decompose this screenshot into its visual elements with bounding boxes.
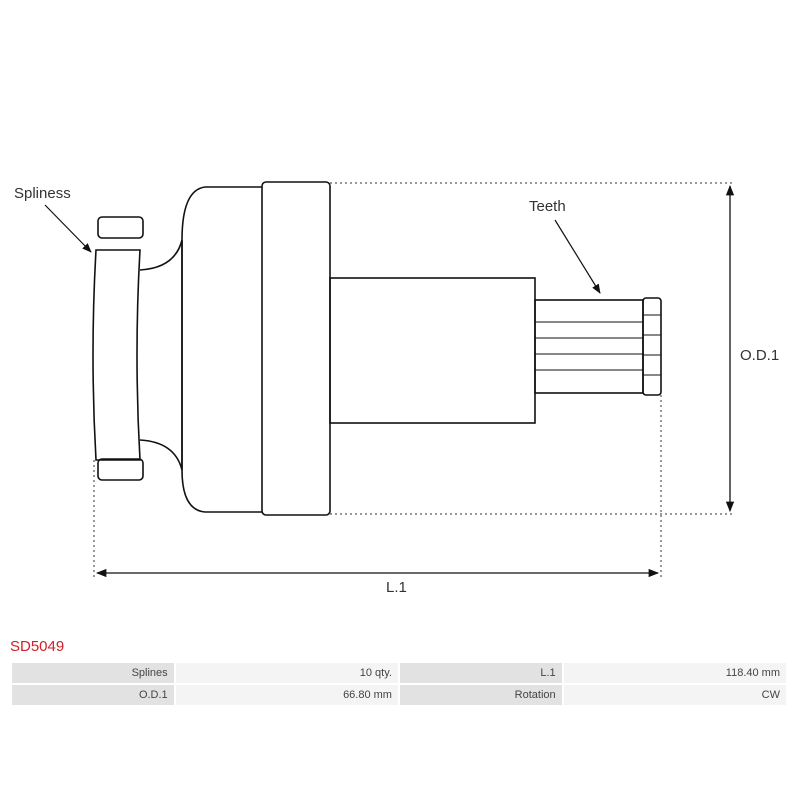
splines-leader xyxy=(44,204,92,253)
teeth-leader xyxy=(554,219,601,294)
collar-ring xyxy=(92,249,141,461)
spec-value: 118.40 mm xyxy=(563,663,786,683)
collar-top-lug xyxy=(97,216,144,239)
pinion-gear xyxy=(534,299,644,394)
pinion-end xyxy=(642,297,662,396)
specs-table: Splines 10 qty. L.1 118.40 mm O.D.1 66.8… xyxy=(10,661,788,707)
length-label: L.1 xyxy=(386,579,407,596)
teeth-label: Teeth xyxy=(529,198,566,215)
drive-housing xyxy=(181,186,262,513)
od-label: O.D.1 xyxy=(740,347,779,364)
table-row: Splines 10 qty. L.1 118.40 mm xyxy=(12,663,786,683)
spec-key: O.D.1 xyxy=(12,685,174,705)
part-number: SD5049 xyxy=(10,638,65,655)
spec-value: CW xyxy=(563,685,786,705)
spec-value: 10 qty. xyxy=(175,663,398,683)
collar-bottom-lug xyxy=(97,458,144,481)
drive-flange xyxy=(261,181,331,516)
starter-drive-drawing: Spliness Teeth O.D.1 L.1 xyxy=(14,181,779,596)
spec-key: Splines xyxy=(12,663,174,683)
housing-neck xyxy=(139,239,183,471)
spec-key: Rotation xyxy=(399,685,562,705)
spec-key: L.1 xyxy=(399,663,562,683)
drive-shaft xyxy=(329,277,536,424)
spec-value: 66.80 mm xyxy=(175,685,398,705)
splines-label: Spliness xyxy=(14,185,71,202)
table-row: O.D.1 66.80 mm Rotation CW xyxy=(12,685,786,705)
